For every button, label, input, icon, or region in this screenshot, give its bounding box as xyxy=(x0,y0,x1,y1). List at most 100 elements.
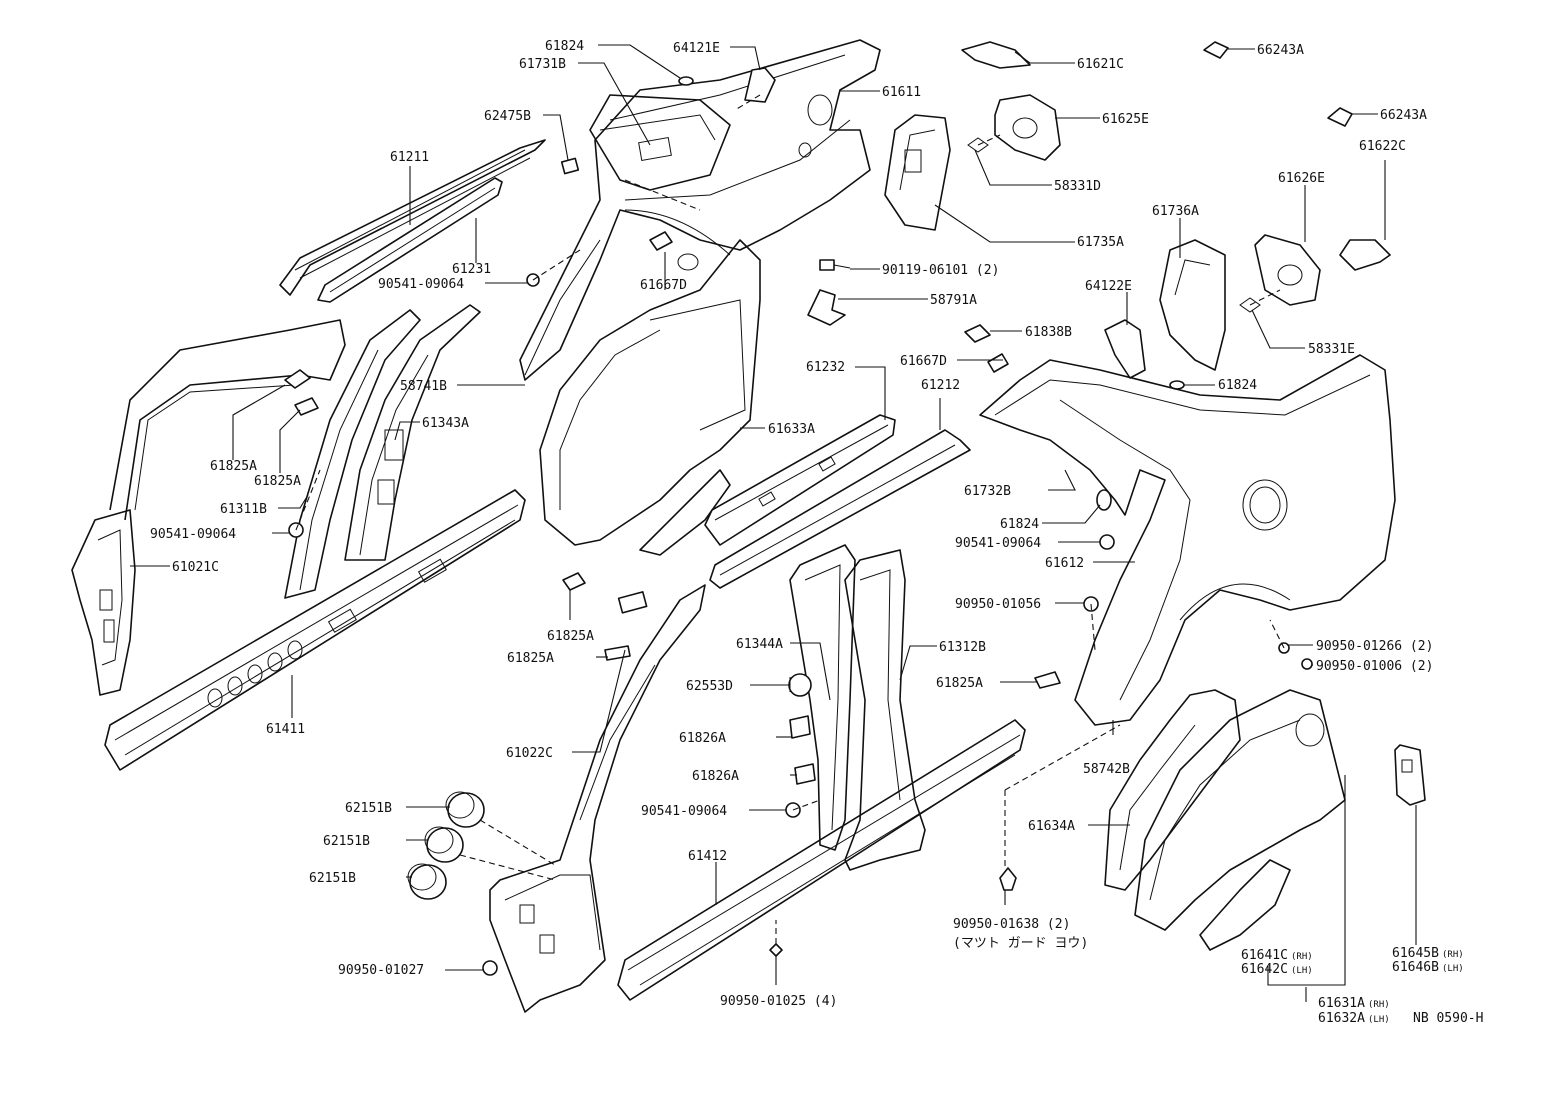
part-61825A-plate-a xyxy=(284,369,311,389)
label-61825A-c: 61825A xyxy=(547,629,594,644)
part-61633A-wheelhouse xyxy=(539,239,761,546)
part-61622C-bracket xyxy=(1339,239,1391,271)
label-90950-01056: 90950-01056 xyxy=(955,597,1041,612)
part-61344A-pillar xyxy=(789,544,856,851)
part-bracket-lower xyxy=(639,469,731,556)
part-62151B-stop-a xyxy=(445,791,485,828)
label-58331D: 58331D xyxy=(1054,179,1101,194)
label-mat-guard-note: (マツト ガード ヨウ) xyxy=(953,936,1088,951)
label-66243A-a: 66243A xyxy=(1257,43,1304,58)
part-61825A-plate-e xyxy=(1034,671,1061,689)
label-61826A-b: 61826A xyxy=(692,769,739,784)
part-61621C-plate xyxy=(961,41,1031,69)
part-90950-01638-plug xyxy=(999,867,1017,891)
part-61826A-plate-a xyxy=(789,715,811,739)
part-61735A-pillar-inner xyxy=(884,114,951,231)
label-61411: 61411 xyxy=(266,722,305,737)
svg-text:(LH): (LH) xyxy=(1291,966,1313,976)
svg-text:61646B: 61646B xyxy=(1392,960,1439,975)
part-90950-01025-clip xyxy=(769,943,783,957)
label-61633A: 61633A xyxy=(768,422,815,437)
label-61231: 61231 xyxy=(452,262,491,277)
label-58742B: 58742B xyxy=(1083,762,1130,777)
label-61825A-e: 61825A xyxy=(936,676,983,691)
label-61212: 61212 xyxy=(921,378,960,393)
label-61631A-rh: 61631A (RH) xyxy=(1318,996,1390,1011)
part-61838B-plate xyxy=(964,324,991,343)
label-61824-c: 61824 xyxy=(1000,517,1039,532)
part-61826A-plate-b xyxy=(794,763,816,785)
label-61621C: 61621C xyxy=(1077,57,1124,72)
label-66243A-b: 66243A xyxy=(1380,108,1427,123)
label-58331E: 58331E xyxy=(1308,342,1355,357)
label-61735A: 61735A xyxy=(1077,235,1124,250)
label-61667D-b: 61667D xyxy=(900,354,947,369)
part-61612-quarter-outer xyxy=(979,354,1396,726)
part-61825A-plate-d xyxy=(604,645,631,661)
label-90950-01266: 90950-01266 (2) xyxy=(1316,639,1433,654)
label-61022C: 61022C xyxy=(506,746,553,761)
part-61312B-pillar xyxy=(844,549,926,871)
label-61312B: 61312B xyxy=(939,640,986,655)
label-90541-09064-a: 90541-09064 xyxy=(378,277,464,292)
part-61022C-pillar-outer xyxy=(489,584,706,1013)
leader-lines xyxy=(130,44,1417,1002)
part-61731B-panel xyxy=(589,94,731,191)
part-61311B-pillar xyxy=(284,309,421,599)
svg-text:(RH): (RH) xyxy=(1442,950,1464,960)
label-61632A-lh: 61632A (LH) xyxy=(1318,1011,1390,1026)
label-62475B: 62475B xyxy=(484,109,531,124)
part-61021C-front-pillar xyxy=(71,319,346,696)
label-61344A: 61344A xyxy=(736,637,783,652)
label-61412: 61412 xyxy=(688,849,727,864)
label-61646B-lh: 61646B (LH) xyxy=(1392,960,1464,975)
part-61667D-plate-a xyxy=(649,231,673,251)
part-61824-plug-top xyxy=(678,76,694,86)
label-61838B: 61838B xyxy=(1025,325,1072,340)
label-61824-a: 61824 xyxy=(545,39,584,54)
label-61641C-rh: 61641C (RH) xyxy=(1241,948,1313,963)
part-90119-06101-bolt xyxy=(819,259,851,271)
part-61641C-bracket xyxy=(1199,859,1291,951)
label-62151B-c: 62151B xyxy=(309,871,356,886)
part-61825A-plate-c xyxy=(562,572,586,591)
svg-text:(RH): (RH) xyxy=(1368,1000,1390,1010)
label-90541-09064-b: 90541-09064 xyxy=(150,527,236,542)
part-64122E-bracket xyxy=(1104,319,1146,379)
part-61212-rail xyxy=(709,429,971,589)
label-61645B-rh: 61645B (RH) xyxy=(1392,946,1464,961)
part-61736A-pillar xyxy=(1159,239,1226,371)
part-58331E-clip xyxy=(1239,297,1261,313)
part-61411-rocker xyxy=(104,489,526,771)
label-90950-01027: 90950-01027 xyxy=(338,963,424,978)
part-62151B-stop-c xyxy=(407,863,447,900)
svg-text:61632A: 61632A xyxy=(1318,1011,1365,1026)
assembly-lines xyxy=(295,94,1285,944)
part-58331D-clip xyxy=(967,137,989,153)
label-61626E: 61626E xyxy=(1278,171,1325,186)
label-61825A-a: 61825A xyxy=(210,459,257,474)
label-61826A-a: 61826A xyxy=(679,731,726,746)
part-58791A-clip xyxy=(807,289,846,326)
label-90541-09064-d: 90541-09064 xyxy=(641,804,727,819)
label-90950-01638: 90950-01638 (2) xyxy=(953,917,1070,932)
part-61625E-plate xyxy=(994,94,1061,161)
svg-text:(LH): (LH) xyxy=(1368,1015,1390,1025)
part-62151B-stop-b xyxy=(424,826,464,863)
label-61612: 61612 xyxy=(1045,556,1084,571)
label-61732B: 61732B xyxy=(964,484,1011,499)
part-66243A-plug-b xyxy=(1327,107,1353,127)
part-61825A-plate-b xyxy=(294,397,319,416)
label-62553D: 62553D xyxy=(686,679,733,694)
part-64121E-bracket xyxy=(744,67,776,103)
label-90119-06101: 90119-06101 (2) xyxy=(882,263,999,278)
label-64122E: 64122E xyxy=(1085,279,1132,294)
svg-text:(LH): (LH) xyxy=(1442,964,1464,974)
label-61232: 61232 xyxy=(806,360,845,375)
svg-text:61645B: 61645B xyxy=(1392,946,1439,961)
label-62151B-a: 62151B xyxy=(345,801,392,816)
label-61825A-d: 61825A xyxy=(507,651,554,666)
label-61736A: 61736A xyxy=(1152,204,1199,219)
part-90950-01027-plug xyxy=(482,960,498,976)
label-90950-01025: 90950-01025 (4) xyxy=(720,994,837,1009)
